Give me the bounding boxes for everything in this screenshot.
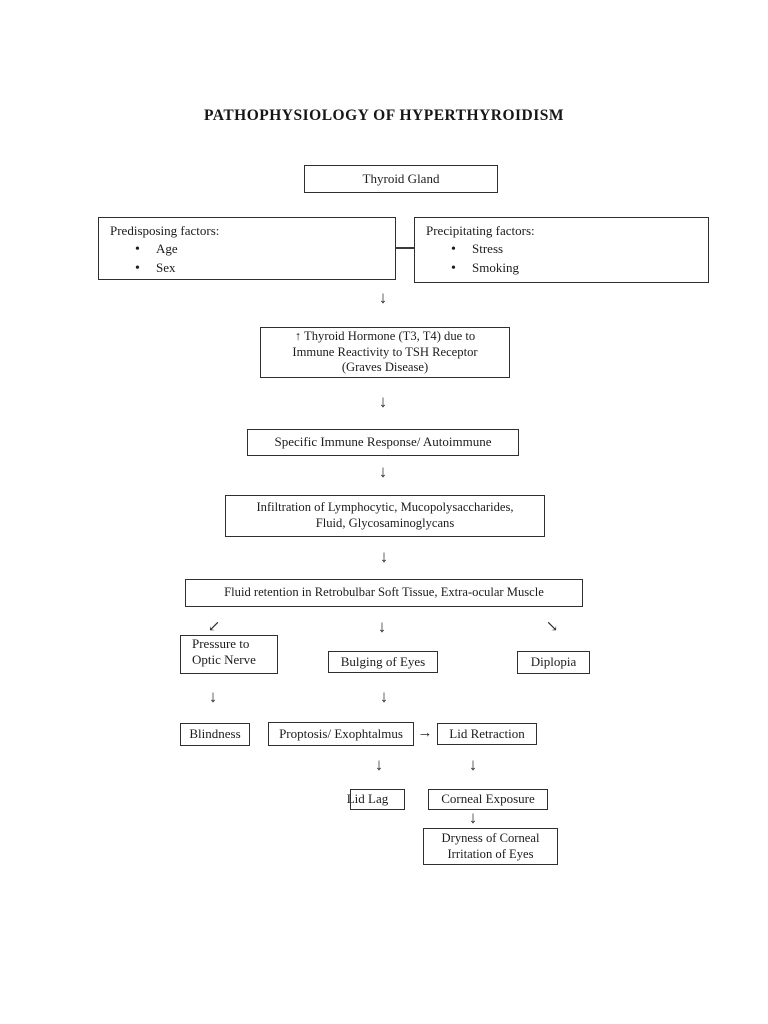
right-arrow-icon: → (417, 725, 433, 741)
bullet-icon: • (135, 241, 140, 257)
bulging-label: Bulging of Eyes (340, 653, 426, 669)
infiltration-line2: Fluid, Glycosaminoglycans (315, 516, 455, 530)
immune-response-node: Specific Immune Response/ Autoimmune (247, 429, 519, 456)
page-title: PATHOPHYSIOLOGY OF HYPERTHYROIDISM (203, 107, 565, 124)
down-arrow-icon: ↓ (208, 687, 218, 706)
list-item-label: Stress (472, 241, 504, 257)
corneal-exposure-label: Corneal Exposure (441, 791, 535, 807)
down-right-arrow-icon: ↘ (545, 619, 559, 635)
list-item: • Age (99, 240, 395, 259)
corneal-exposure-node: Corneal Exposure (428, 789, 548, 810)
thyroid-gland-node: Thyroid Gland (304, 165, 498, 193)
down-arrow-icon: ↓ (468, 755, 478, 774)
list-item-label: Smoking (472, 260, 519, 276)
infiltration-line1: Infiltration of Lymphocytic, Mucopolysac… (256, 500, 514, 515)
bullet-icon: • (451, 260, 456, 276)
factor-boxes-connector-line (395, 247, 414, 249)
list-item: • Sex (99, 259, 395, 278)
thyroid-hormone-line1: ↑ Thyroid Hormone (T3, T4) due to (294, 328, 476, 343)
down-arrow-icon: ↓ (379, 547, 389, 566)
immune-response-label: Specific Immune Response/ Autoimmune (274, 434, 492, 450)
proptosis-label: Proptosis/ Exophtalmus (279, 725, 403, 741)
pressure-line2: Optic Nerve (192, 652, 256, 668)
pressure-line1: Pressure to (192, 636, 250, 651)
bullet-icon: • (451, 241, 456, 257)
lid-retraction-node: Lid Retraction (437, 723, 537, 745)
down-arrow-icon: ↓ (378, 462, 388, 481)
down-arrow-icon: ↓ (468, 808, 478, 827)
dryness-line2: Irritation of Eyes (447, 846, 534, 861)
infiltration-node: Infiltration of Lymphocytic, Mucopolysac… (225, 495, 545, 537)
fluid-retention-node: Fluid retention in Retrobulbar Soft Tiss… (185, 579, 583, 607)
bullet-icon: • (135, 260, 140, 276)
down-left-arrow-icon: ↙ (207, 619, 221, 635)
down-arrow-icon: ↓ (378, 392, 388, 411)
list-item: • Stress (415, 240, 708, 259)
blindness-node: Blindness (180, 723, 250, 746)
fluid-retention-label: Fluid retention in Retrobulbar Soft Tiss… (224, 585, 544, 600)
dryness-irritation-node: Dryness of Corneal Irritation of Eyes (423, 828, 558, 865)
lid-lag-node: Lid Lag (346, 789, 405, 810)
precipitating-factors-node: Precipitating factors: • Stress • Smokin… (414, 217, 709, 283)
pressure-optic-nerve-node: Pressure to Optic Nerve (180, 635, 278, 674)
list-item: • Smoking (415, 259, 708, 278)
lid-lag-label: Lid Lag (346, 791, 389, 807)
down-arrow-icon: ↓ (377, 617, 387, 636)
bulging-of-eyes-node: Bulging of Eyes (328, 651, 438, 673)
diplopia-label: Diplopia (530, 654, 577, 670)
thyroid-hormone-node: ↑ Thyroid Hormone (T3, T4) due to Immune… (260, 327, 510, 378)
thyroid-gland-label: Thyroid Gland (362, 170, 440, 186)
down-arrow-icon: ↓ (374, 755, 384, 774)
blindness-label: Blindness (189, 726, 241, 742)
list-item-label: Age (156, 241, 178, 257)
down-arrow-icon: ↓ (378, 288, 388, 307)
thyroid-hormone-line2: Immune Reactivity to TSH Receptor (292, 344, 478, 359)
precipitating-heading: Precipitating factors: (426, 223, 535, 238)
dryness-line1: Dryness of Corneal (441, 830, 540, 845)
diplopia-node: Diplopia (517, 651, 590, 674)
thyroid-hormone-line3: (Graves Disease) (341, 360, 429, 375)
predisposing-factors-node: Predisposing factors: • Age • Sex (98, 217, 396, 280)
predisposing-heading: Predisposing factors: (110, 223, 220, 238)
list-item-label: Sex (156, 260, 176, 276)
down-arrow-icon: ↓ (379, 687, 389, 706)
lid-retraction-label: Lid Retraction (449, 725, 525, 741)
proptosis-node: Proptosis/ Exophtalmus (268, 722, 414, 746)
